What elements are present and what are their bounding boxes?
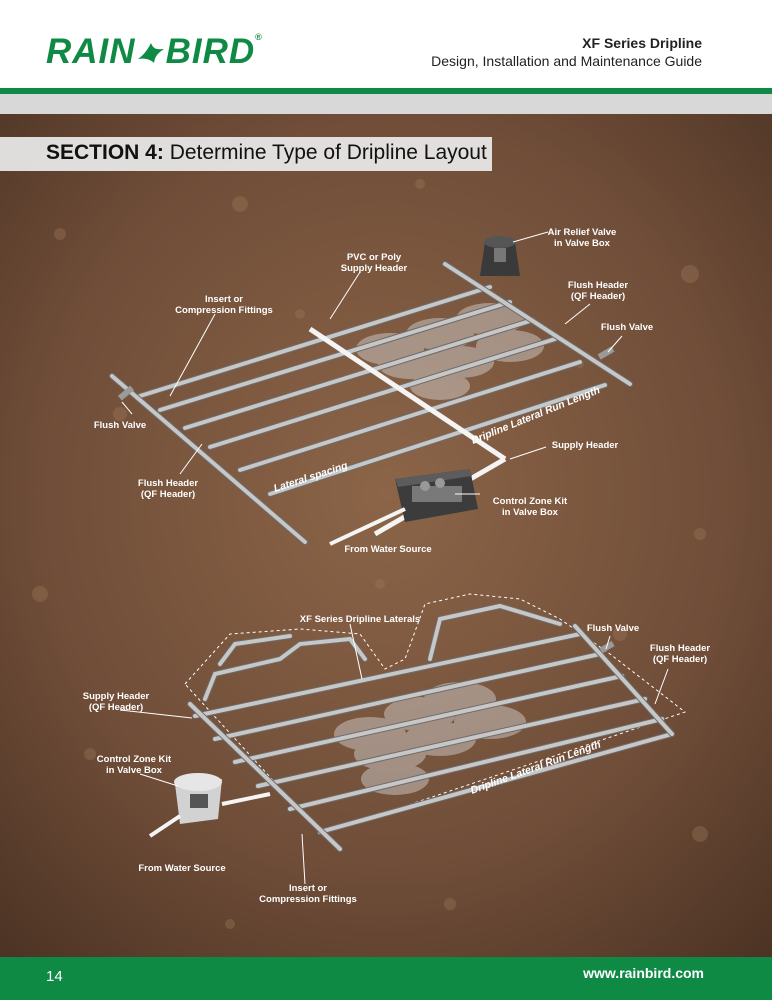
label-pvc-supply: PVC or Poly [347, 252, 402, 263]
label-water-source-2: From Water Source [138, 863, 225, 874]
dripline-laterals-2 [192, 602, 675, 835]
website-link[interactable]: www.rainbird.com [583, 965, 704, 981]
section-title-banner [0, 137, 492, 171]
trademark: ® [255, 32, 263, 42]
page-header: RAIN BIRD® XF Series Dripline Design, Ins… [0, 0, 772, 88]
control-zone-kit-box [395, 469, 478, 522]
document-title: XF Series Dripline [582, 35, 702, 51]
label-control-zone-kit-box-2: in Valve Box [106, 765, 163, 776]
label-insert-fittings-2: Insert or [289, 883, 327, 894]
soil-background [0, 114, 772, 957]
label-water-source-1: From Water Source [344, 544, 431, 555]
label-supply-qf-header-2: (QF Header) [89, 702, 143, 713]
page-footer: 14 www.rainbird.com [0, 957, 772, 1000]
bird-icon [137, 43, 164, 63]
control-zone-kit-box-2 [174, 773, 222, 824]
label-flush-valve-right: Flush Valve [601, 322, 653, 333]
pvc-supply-header [308, 326, 507, 462]
section-heading: SECTION 4: Determine Type of Dripline La… [46, 141, 487, 165]
label-insert-fittings: Insert or [205, 294, 243, 305]
label-flush-header-right: Flush Header [568, 280, 628, 291]
label-supply-header: Supply Header [552, 440, 619, 451]
label-xf-laterals: XF Series Dripline Laterals [300, 614, 420, 625]
label-compression-fittings: Compression Fittings [175, 305, 273, 316]
green-divider [0, 88, 772, 94]
label-flush-valve-2: Flush Valve [587, 623, 639, 634]
dripline-laterals [137, 284, 608, 497]
document-title-block: XF Series Dripline Design, Installation … [431, 34, 702, 70]
label-qf-header-2: (QF Header) [653, 654, 707, 665]
planting-area-boundary [184, 593, 687, 835]
label-control-zone-kit-2: Control Zone Kit [97, 754, 172, 765]
label-flush-header-2: Flush Header [650, 643, 710, 654]
gray-divider [0, 94, 772, 114]
air-relief-valve-box [480, 236, 520, 276]
label-air-relief-valve-box: in Valve Box [554, 238, 611, 249]
logo-text-rain: RAIN [46, 32, 136, 71]
section-number: SECTION 4: [46, 141, 164, 164]
logo-text-bird: BIRD [165, 32, 256, 71]
label-air-relief-valve: Air Relief Valve [548, 227, 617, 238]
dripline-illustration: Air Relief Valve in Valve Box PVC or Pol… [0, 114, 772, 957]
rain-bird-logo: RAIN BIRD® [46, 32, 263, 72]
label-control-zone-kit: Control Zone Kit [493, 496, 568, 507]
page-number: 14 [46, 968, 63, 985]
label-flush-header-left: Flush Header [138, 478, 198, 489]
document-subtitle: Design, Installation and Maintenance Gui… [431, 53, 702, 69]
label-control-zone-kit-box: in Valve Box [502, 507, 559, 518]
label-pvc-supply-header: Supply Header [341, 263, 408, 274]
flush-valve-left [117, 385, 135, 401]
label-supply-header-2: Supply Header [83, 691, 150, 702]
label-compression-fittings-2: Compression Fittings [259, 894, 357, 905]
label-flush-valve-left: Flush Valve [94, 420, 146, 431]
label-qf-header-right: (QF Header) [571, 291, 625, 302]
section-title-text: Determine Type of Dripline Layout [169, 141, 487, 164]
label-qf-header-left: (QF Header) [141, 489, 195, 500]
